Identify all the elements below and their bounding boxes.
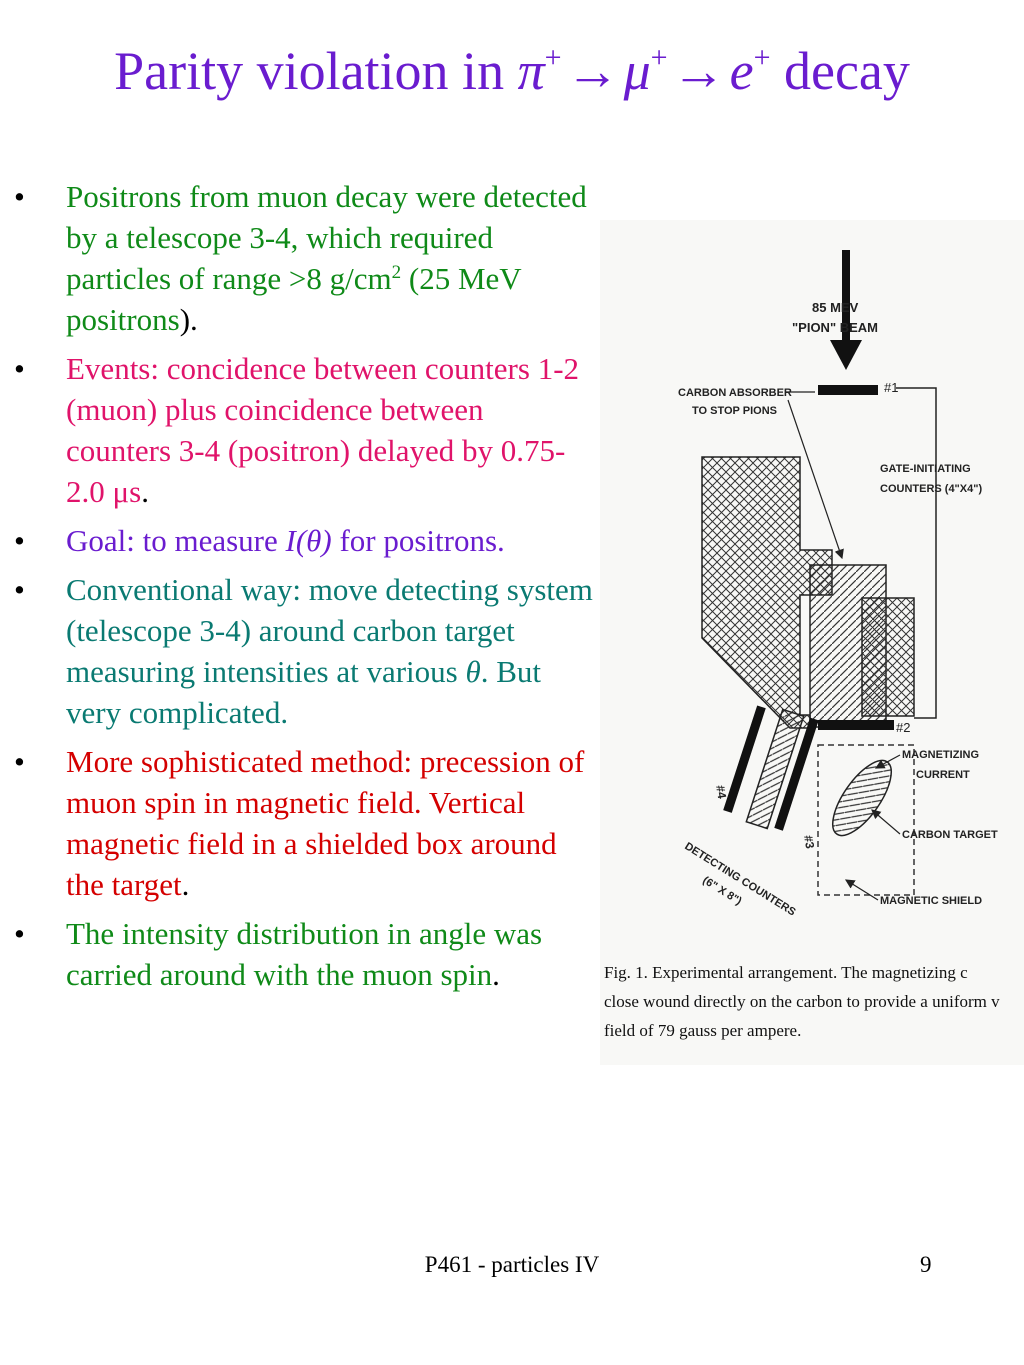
bullet-text: Goal: to measure [66,523,286,558]
beam-line [842,250,850,345]
bullet-text: Conventional way: move detecting system … [66,572,593,689]
beam-energy-label: 85 MEV [812,300,859,315]
bullet-dot: • [14,523,25,558]
absorber-label-1: CARBON ABSORBER [678,387,792,399]
bullet-end: ). [179,302,198,337]
gate-label-1: GATE-INITIATING [880,463,971,475]
bullet-item-intensity: • The intensity distribution in angle was… [14,913,594,995]
carbon-target-label: CARBON TARGET [902,829,998,841]
bullet-dot: • [14,179,25,214]
counter-4 [723,705,766,813]
carbon-absorber-block [701,456,833,729]
experimental-arrangement-figure: 85 MEV "PION" BEAM #1 CARBON ABSORBER TO… [600,220,1024,1065]
bullet-list: • Positrons from muon decay were detected… [14,176,594,1003]
side-absorber-block [861,597,915,717]
bullet-sup: 2 [391,262,402,283]
counter-1-label: #1 [884,380,898,395]
bullet-dot: • [14,744,25,779]
absorber-label-2: TO STOP PIONS [692,405,777,417]
beam-arrow-icon [830,340,862,370]
beam-type-label: "PION" BEAM [792,320,878,335]
caption-line-2: close wound directly on the carbon to pr… [604,992,1000,1011]
bullet-dot: • [14,916,25,951]
bullet-text: for positrons. [331,523,505,558]
absorber-pointer [787,399,844,560]
magnetic-shield-label: MAGNETIC SHIELD [880,895,982,907]
counter-2 [818,720,894,730]
bullet-item-events: • Events: concidence between counters 1-2… [14,348,594,512]
bullet-end: . [492,957,500,992]
title-sup-mu: + [650,41,668,74]
magnetizing-pointer [874,754,901,769]
bullet-end: . [181,867,190,902]
bullet-item-goal: • Goal: to measure I(θ) for positrons. [14,520,594,561]
title-sup-e: + [753,41,771,74]
bullet-text: . But very complicated. [66,654,542,730]
magnetizing-label-2: CURRENT [916,769,970,781]
title-arrow-2: → [671,41,726,101]
bullet-text: Positrons from muon decay were detected … [66,179,587,296]
slide-title: Parity violation in π+→μ+→e+ decay [0,41,1024,101]
bullet-item-method: • More sophisticated method: precession o… [14,741,594,905]
title-mu: μ [623,41,651,101]
title-text: Parity violation in [114,41,518,101]
counter-2-label: #2 [896,720,910,735]
bullet-dot: • [14,572,25,607]
telescope-absorber [745,708,805,830]
magnetic-shield-pointer [844,879,879,901]
caption-line-1: Fig. 1. Experimental arrangement. The ma… [604,963,968,982]
carbon-target-pointer [871,809,901,835]
counter-1 [818,385,878,395]
magnetizing-label-1: MAGNETIZING [902,749,979,761]
figure-diagram: 85 MEV "PION" BEAM #1 CARBON ABSORBER TO… [600,220,1024,1065]
gate-wire [896,387,937,719]
bullet-item-positrons: • Positrons from muon decay were detected… [14,176,594,340]
footer-page-number: 9 [920,1252,932,1277]
bullet-text: More sophisticated method: precession of… [66,744,585,902]
title-e: e [729,41,754,101]
title-suffix: decay [770,41,910,101]
bullet-text: (25 MeV positrons [66,261,522,337]
title-arrow-1: → [565,41,620,101]
bullet-italic: θ [465,654,481,689]
gate-label-2: COUNTERS (4"X4") [880,483,982,495]
bullet-italic: I(θ) [285,523,332,558]
title-sup-pi: + [544,41,562,74]
title-pi: π [517,41,545,101]
bullet-end: . [141,474,149,509]
footer-course: P461 - particles IV [424,1252,600,1277]
bullet-text: The intensity distribution in angle was … [66,916,543,992]
counter-4-label: #4 [713,784,729,800]
bullet-dot: • [14,351,25,386]
counter-3 [774,717,819,831]
caption-line-3: field of 79 gauss per ampere. [604,1021,801,1040]
magnetic-shield-box [817,744,915,896]
counter-3-label: #3 [801,834,817,850]
bullet-item-conventional: • Conventional way: move detecting system… [14,569,594,733]
bullet-text: Events: concidence between counters 1-2 … [66,351,580,509]
